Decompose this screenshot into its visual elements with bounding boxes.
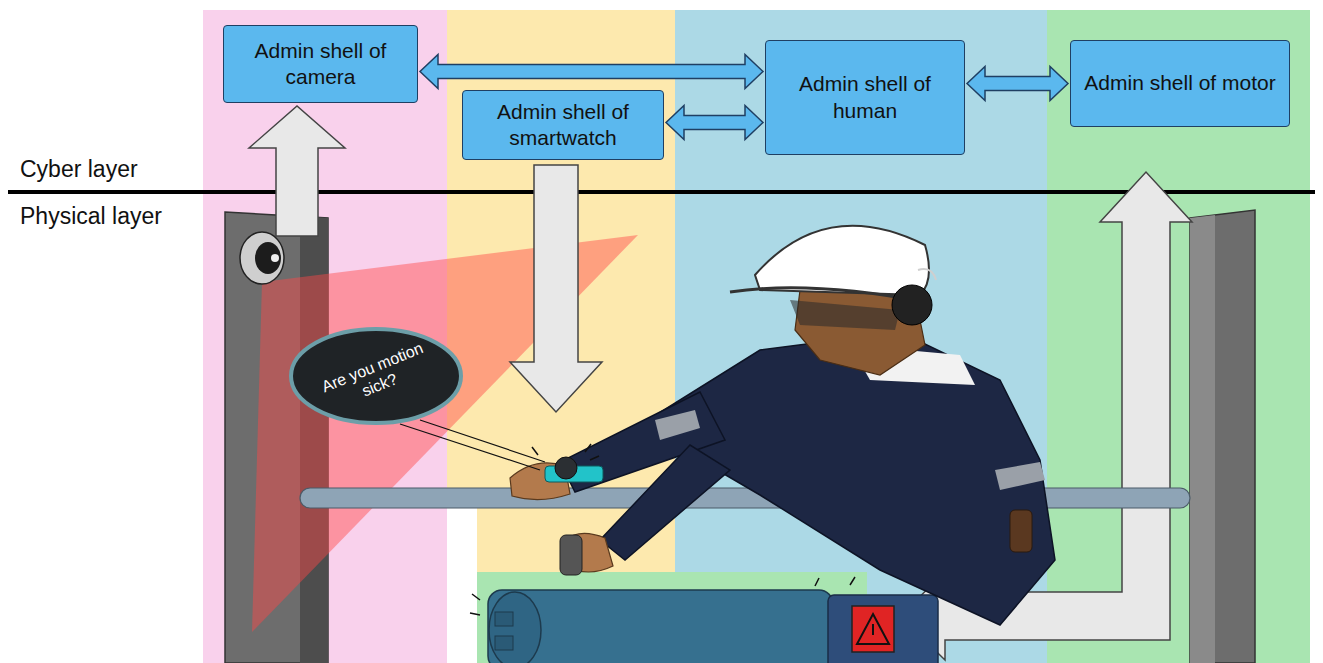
double-arrow [967,67,1068,101]
vibration-marks [470,577,855,615]
pipe [300,488,1190,508]
box-label: Admin shell of human [776,71,954,124]
motor-stub [495,636,513,650]
admin-shell-box: Admin shell of human [765,40,965,155]
motor-cap [489,592,541,663]
camera-lens [255,242,281,274]
pillar-light [1190,215,1215,663]
motor-band [1047,10,1310,663]
data-arrow [249,106,345,236]
motor-stub [495,612,513,626]
worker [510,226,1055,625]
warning-triangle [857,614,889,644]
box-label: Admin shell of motor [1084,70,1275,96]
lens-glint [271,254,279,262]
motor-box [828,595,938,663]
bubble-ellipse [291,329,461,423]
bubble-leader [400,420,545,470]
layer-label: Physical layer [20,203,162,230]
admin-shell-box: Admin shell of camera [223,25,418,103]
layer-divider [8,190,1315,194]
speech-bubble: Are you motion sick? [288,326,464,426]
double-arrow [420,55,763,89]
data-arrow [510,165,602,412]
buzz-marks [532,444,599,460]
box-label: Admin shell of smartwatch [473,99,653,152]
double-arrow [666,106,763,140]
admin-shell-box: Admin shell of motor [1070,40,1290,127]
motor [488,590,833,663]
box-label: Admin shell of camera [234,38,407,91]
warning-mark [872,624,874,635]
gap [447,500,477,663]
layer-label: Cyber layer [20,156,138,183]
warning-sign [852,606,894,652]
camera [240,232,284,284]
admin-shell-box: Admin shell of smartwatch [462,90,664,160]
camera-view [252,235,638,632]
right-pillar [1190,210,1255,663]
